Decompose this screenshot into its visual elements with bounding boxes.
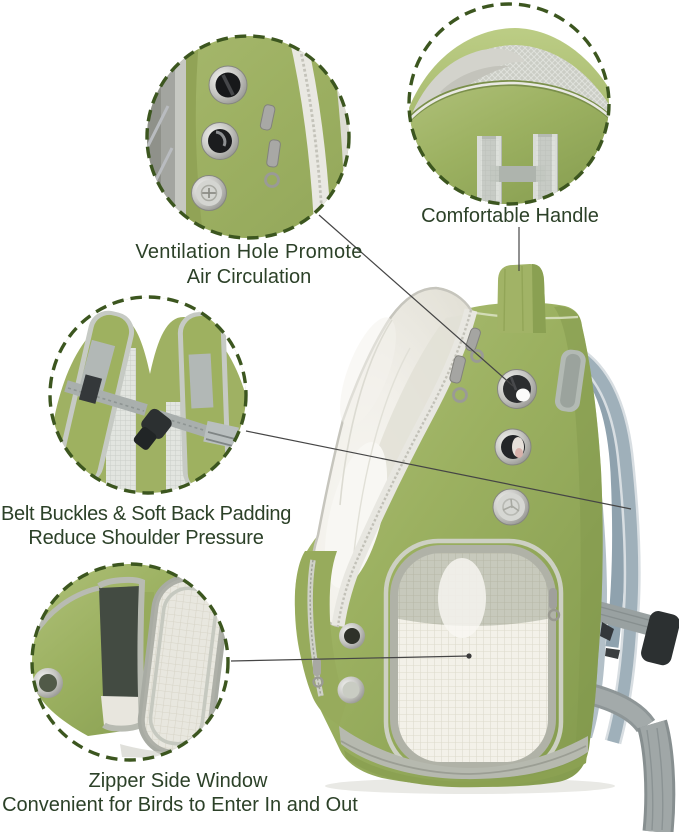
svg-text:Belt Buckles & Soft Back Paddi: Belt Buckles & Soft Back Padding xyxy=(1,503,291,525)
svg-text:Convenient for Birds to Enter: Convenient for Birds to Enter In and Out xyxy=(2,794,358,816)
svg-text:Comfortable Handle: Comfortable Handle xyxy=(421,205,599,227)
svg-text:Zipper Side Window: Zipper Side Window xyxy=(89,770,269,792)
svg-text:Air Circulation: Air Circulation xyxy=(187,266,311,288)
svg-text:Ventilation Hole Promote: Ventilation Hole Promote xyxy=(135,241,362,263)
svg-text:Reduce Shoulder Pressure: Reduce Shoulder Pressure xyxy=(28,527,263,549)
